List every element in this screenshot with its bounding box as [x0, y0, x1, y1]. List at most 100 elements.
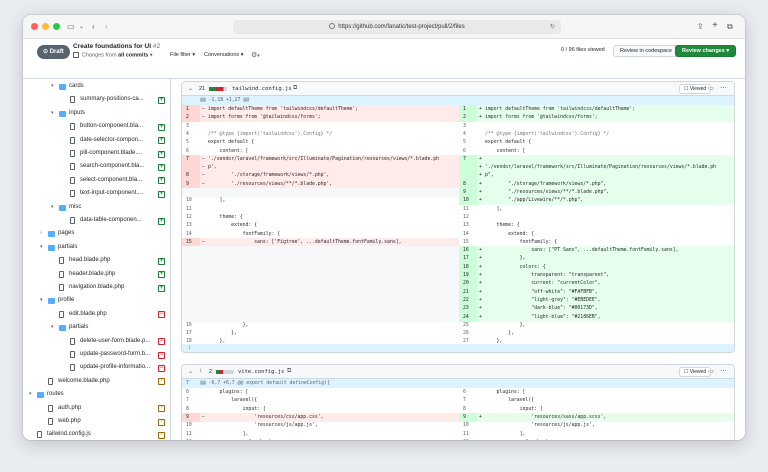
- diff-line-right[interactable]: 12 refresh: true,: [459, 438, 734, 441]
- tree-file[interactable]: delete-user-form.blade.p...−: [23, 335, 170, 349]
- diff-line-right[interactable]: 20+ current: "currentColor",: [459, 279, 734, 289]
- tree-file[interactable]: update-password-form.b...−: [23, 348, 170, 362]
- diff-line-right[interactable]: +'./vendor/laravel/framework/src/Illumin…: [459, 163, 734, 173]
- diff-line-left[interactable]: [182, 246, 459, 256]
- collapse-chevron-icon[interactable]: ⌄: [188, 86, 194, 92]
- diff-line-right[interactable]: 14 extend: {: [459, 230, 734, 239]
- diff-line-right[interactable]: 1+import defaultTheme from 'tailwindcss/…: [459, 105, 734, 114]
- line-number[interactable]: 1: [182, 105, 200, 114]
- line-number[interactable]: 26: [463, 331, 469, 337]
- hunk-line-number[interactable]: 7: [186, 381, 189, 386]
- diff-line-right[interactable]: 2+import forms from '@tailwindcss/forms'…: [459, 113, 734, 123]
- tree-folder[interactable]: ▾partials: [23, 321, 170, 335]
- tree-file[interactable]: select-component.bla...+: [23, 174, 170, 188]
- diff-line-right[interactable]: 10 'resources/js/app.js',: [459, 421, 734, 430]
- line-number[interactable]: 1: [459, 105, 477, 114]
- diff-line-right[interactable]: 26 },: [459, 329, 734, 338]
- diff-line-right[interactable]: 24+ "light-blue": "#2186EB",: [459, 312, 734, 322]
- tree-file[interactable]: update-profile-informatio...−: [23, 361, 170, 375]
- line-number[interactable]: [459, 163, 477, 173]
- line-number[interactable]: 16: [459, 246, 477, 256]
- tree-file[interactable]: tailwind.config.js·: [23, 428, 170, 440]
- diff-line-left[interactable]: 14 fontFamily: {: [182, 230, 459, 239]
- line-number[interactable]: 14: [463, 231, 469, 237]
- tree-file[interactable]: text-input-component....+: [23, 187, 170, 201]
- diff-line-right[interactable]: 21+ "off-white": "#FAFBFB",: [459, 287, 734, 297]
- diff-line-left[interactable]: 9− 'resources/css/app.css',: [182, 412, 459, 422]
- line-number[interactable]: 19: [459, 271, 477, 280]
- changes-from-selector[interactable]: Changes from all commits ▾: [73, 52, 153, 58]
- sidebar-toggle-icon[interactable]: ▭: [67, 22, 75, 31]
- diff-line-left[interactable]: 8− './storage/framework/views/*.php',: [182, 171, 459, 181]
- diff-line-left[interactable]: 1−import defaultTheme from 'tailwindcss/…: [182, 105, 459, 114]
- tree-file[interactable]: summary-positions-ca...+: [23, 93, 170, 107]
- diff-line-right[interactable]: 23+ "dark-blue": "#00173D",: [459, 304, 734, 314]
- diff-line-right[interactable]: 8 input: [: [459, 405, 734, 414]
- diff-line-left[interactable]: 7 laravel({: [182, 396, 459, 405]
- line-number[interactable]: 22: [459, 295, 477, 305]
- new-tab-icon[interactable]: +: [712, 20, 718, 31]
- chevron-down-icon[interactable]: ⌄: [79, 24, 85, 30]
- tree-file[interactable]: data-table-componen...+: [23, 214, 170, 228]
- address-bar[interactable]: https://github.com/fanatic/test-project/…: [233, 20, 561, 34]
- line-number[interactable]: 15: [463, 239, 469, 245]
- line-number[interactable]: 6: [186, 148, 189, 154]
- close-window-button[interactable]: [31, 23, 38, 30]
- diff-line-right[interactable]: 22+ "light-grey": "#EBEDEE",: [459, 295, 734, 305]
- line-number[interactable]: 23: [459, 304, 477, 314]
- line-number[interactable]: 12: [182, 438, 200, 441]
- tree-file[interactable]: navigation.blade.php+: [23, 281, 170, 295]
- diff-line-left[interactable]: 17 },: [182, 329, 459, 338]
- diff-line-right[interactable]: 6 plugins: [: [459, 388, 734, 397]
- line-number[interactable]: 13: [186, 223, 192, 229]
- diff-line-left[interactable]: 4/** @type {import('tailwindcss').Config…: [182, 130, 459, 139]
- line-number[interactable]: 3: [186, 123, 189, 129]
- line-number[interactable]: 11: [463, 206, 469, 212]
- diff-line-left[interactable]: [182, 287, 459, 297]
- tree-folder[interactable]: ▾inputs: [23, 107, 170, 121]
- expand-down-icon[interactable]: ↕: [188, 345, 191, 351]
- line-number[interactable]: 16: [186, 322, 192, 328]
- chevron-down-icon[interactable]: ▾: [51, 203, 54, 210]
- diff-line-right[interactable]: 3: [459, 122, 734, 131]
- tree-folder[interactable]: ▾misc: [23, 201, 170, 215]
- line-number[interactable]: 10: [459, 196, 477, 206]
- line-number[interactable]: 10: [186, 423, 192, 429]
- tree-folder[interactable]: ▾cards: [23, 80, 170, 94]
- line-number[interactable]: 8: [186, 406, 189, 412]
- diff-line-left[interactable]: 3: [182, 122, 459, 131]
- line-number[interactable]: 13: [463, 223, 469, 229]
- copy-path-icon[interactable]: ⧉: [293, 85, 298, 91]
- diff-line-right[interactable]: 19+ transparent: "transparent",: [459, 271, 734, 280]
- diff-line-right[interactable]: 4/** @type {import('tailwindcss').Config…: [459, 130, 734, 139]
- viewed-checkbox[interactable]: ☐ Viewed: [679, 367, 712, 377]
- diff-line-right[interactable]: 12: [459, 213, 734, 222]
- line-number[interactable]: [182, 163, 200, 173]
- line-number[interactable]: 17: [459, 254, 477, 264]
- line-number[interactable]: 27: [463, 339, 469, 345]
- diff-line-left[interactable]: 12 refresh: true,: [182, 438, 459, 441]
- line-number[interactable]: 10: [463, 423, 469, 429]
- tree-folder[interactable]: ›pages: [23, 227, 170, 241]
- diff-line-right[interactable]: 9+ "./resources/views/**/*.blade.php",: [459, 188, 734, 197]
- diff-line-left[interactable]: 6 content: [: [182, 147, 459, 156]
- line-number[interactable]: 21: [459, 287, 477, 297]
- diff-line-left[interactable]: 6 plugins: [: [182, 388, 459, 397]
- tree-file[interactable]: header.blade.php+: [23, 268, 170, 282]
- line-number[interactable]: [459, 171, 477, 181]
- line-number[interactable]: 7: [186, 398, 189, 404]
- diff-line-left[interactable]: 7−'./vendor/laravel/framework/src/Illumi…: [182, 154, 459, 164]
- tree-file[interactable]: button-component.bla...+: [23, 120, 170, 134]
- line-number[interactable]: 8: [463, 406, 466, 412]
- line-number[interactable]: 9: [182, 412, 200, 422]
- forward-icon[interactable]: ›: [105, 22, 108, 31]
- diff-line-left[interactable]: 2−import forms from '@tailwindcss/forms'…: [182, 113, 459, 123]
- more-options-icon[interactable]: ⋯: [720, 368, 727, 375]
- tree-folder[interactable]: ▾partials: [23, 241, 170, 255]
- diff-line-left[interactable]: 15− sans: ['Figtree', ...defaultTheme.fo…: [182, 237, 459, 247]
- viewed-checkbox[interactable]: ☐ Viewed: [679, 84, 712, 94]
- diff-line-right[interactable]: 6 content: [: [459, 147, 734, 156]
- comment-icon[interactable]: ▭: [708, 369, 714, 375]
- zoom-window-button[interactable]: [53, 23, 60, 30]
- chevron-down-icon[interactable]: ▾: [51, 324, 54, 331]
